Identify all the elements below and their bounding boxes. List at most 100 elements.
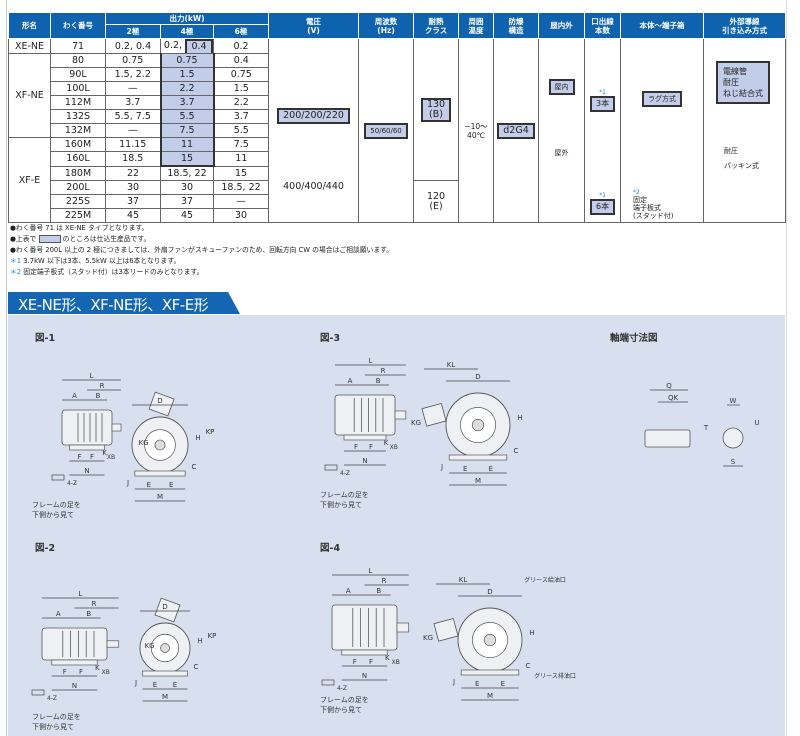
dim-A: A <box>348 377 353 385</box>
frame-cell: 80 <box>50 53 106 68</box>
fig3-front-shaft <box>471 418 485 432</box>
header-explosion: 防爆構造 <box>493 12 540 39</box>
heat-class-cell: 120(E) <box>413 180 460 223</box>
dim-S: S <box>731 458 736 466</box>
model-cell: XF-E <box>8 137 51 223</box>
dim-M: M <box>475 477 481 485</box>
fig2-title: 図-2 <box>35 543 56 554</box>
dim-B: B <box>96 392 101 400</box>
fig4-side-body <box>331 604 398 651</box>
dim-D: D <box>157 397 162 405</box>
fig1-title: 図-1 <box>35 333 56 344</box>
fig4-caption: フレームの足を下側から見て <box>320 696 369 714</box>
dim-KP: KP <box>206 428 215 436</box>
frequency-cell: 50/60/60 <box>358 38 415 223</box>
fig3-side-feet <box>343 434 387 441</box>
fig2-caption: フレームの足を下側から見て <box>32 713 81 731</box>
fig1-side-body <box>61 409 113 446</box>
dim-4Z: 4-Z <box>340 470 350 477</box>
dim-F: F <box>79 668 83 676</box>
dim-F: F <box>90 453 94 461</box>
spec-table: 形名 わく番号 出力(kW) 電圧(V) 周波数(Hz) 耐熱クラス 周囲温度 … <box>8 12 787 223</box>
section-title: XE-NE形、XF-NE形、XF-E形 <box>8 292 240 314</box>
dim-N: N <box>84 467 89 475</box>
dim-QK: QK <box>668 394 679 402</box>
dim-C: C <box>192 463 197 471</box>
foot-hole-icon <box>51 474 65 481</box>
output-6pole-cell: 3.7 <box>212 109 270 124</box>
dim-R: R <box>92 600 97 608</box>
dim-E: E <box>489 465 493 473</box>
foot-hole-icon <box>324 464 338 471</box>
output-4pole-cell: 18.5, 22 <box>160 165 214 181</box>
shaft-section-view <box>722 427 744 449</box>
header-model: 形名 <box>8 12 51 39</box>
dim-E: E <box>475 680 479 688</box>
header-heat: 耐熱クラス <box>413 12 460 39</box>
dim-F: F <box>77 453 81 461</box>
dim-Q: Q <box>666 382 672 390</box>
heat-class-cell: 130(B) <box>413 38 460 181</box>
header-wiring: 外部導線引き込み方式 <box>703 12 787 39</box>
wiring-cell: 電線管耐圧ねじ結合式耐圧パッキン式 <box>703 38 787 223</box>
output-4pole-cell: 0.75 <box>159 53 215 68</box>
dim-K: K <box>95 664 100 672</box>
dim-W: W <box>730 397 737 405</box>
dim-J: J <box>126 479 129 487</box>
output-4pole-cell: 11 <box>159 137 215 152</box>
fig2-front-feet <box>142 670 188 677</box>
dim-XB: XB <box>107 454 115 461</box>
fig4-side-feet <box>341 649 388 656</box>
output-2pole-cell: 18.5 <box>105 151 161 167</box>
notes: ●わく番号 71 は XE-NE タイプとなります。 ●上表で のところは仕込生… <box>10 223 393 278</box>
output-6pole-cell: 5.5 <box>212 123 270 138</box>
note-3: ●わく番号 200L 以上の 2 極につきましては、外扇ファンがスキューファンの… <box>10 246 394 254</box>
page-border <box>6 0 7 736</box>
dim-4Z: 4-Z <box>337 685 347 692</box>
dim-T: T <box>703 424 709 432</box>
note-5: ＊2 固定端子板式（スタッド付）は3本リードのみとなります。 <box>10 268 204 276</box>
dim-J: J <box>134 679 137 687</box>
dim-N: N <box>362 672 367 680</box>
output-2pole-cell: — <box>105 81 161 96</box>
note-4: ＊1 3.7kW 以下は3本、5.5kW 以上は6本となります。 <box>10 257 181 265</box>
fig3-side-shaft <box>394 410 407 420</box>
output-2pole-cell: 5.5, 7.5 <box>105 109 161 124</box>
dim-C: C <box>526 662 531 670</box>
dim-E: E <box>169 481 173 489</box>
fig2-side-shaft <box>106 640 120 648</box>
dim-KL: KL <box>447 361 456 369</box>
dim-XB: XB <box>102 669 110 676</box>
output-6pole-cell: 11 <box>212 151 270 167</box>
page-margin <box>786 0 800 736</box>
output-2pole-cell: 3.7 <box>105 95 161 110</box>
dim-XB: XB <box>390 444 398 451</box>
dim-N: N <box>362 457 367 465</box>
output-4pole-cell: 37 <box>160 194 214 209</box>
dim-M: M <box>157 493 163 501</box>
note-2: ●上表で のところは仕込生産品です。 <box>10 235 151 243</box>
output-2pole-cell: 30 <box>105 180 161 195</box>
frame-cell: 225M <box>50 208 106 223</box>
shaft-fig-title: 軸端寸法図 <box>610 333 658 344</box>
dim-KG: KG <box>144 642 154 650</box>
foot-hole-icon <box>321 679 335 686</box>
fig1-front-feet <box>134 470 186 477</box>
header-ambient: 周囲温度 <box>458 12 495 39</box>
dim-E: E <box>173 681 177 689</box>
fig3-title: 図-3 <box>320 333 341 344</box>
fig1-caption: フレームの足を下側から見て <box>32 501 81 519</box>
output-2pole-cell: 37 <box>105 194 161 209</box>
dim-B: B <box>376 587 381 595</box>
output-6pole-cell: 30 <box>212 208 270 223</box>
dim-F: F <box>353 658 357 666</box>
fig3-front-feet <box>448 454 508 461</box>
output-2pole-cell: 22 <box>105 165 161 181</box>
legend-swatch <box>38 235 61 243</box>
